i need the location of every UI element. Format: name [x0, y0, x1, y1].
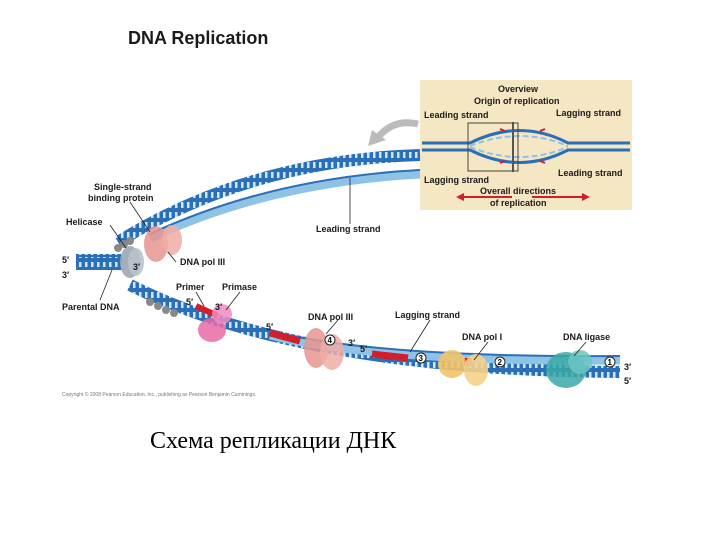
step-number-4: 4: [328, 336, 333, 345]
overview-leading-bottom: Leading strand: [558, 168, 623, 178]
caption: Схема репликации ДНК: [150, 428, 397, 454]
prime-3-left: 3′: [62, 270, 70, 280]
step-marker-3: [415, 352, 427, 364]
label-dna-pol-i: DNA pol I: [462, 332, 503, 342]
leading-strand-new: [148, 169, 421, 243]
diagram-title: DNA Replication: [128, 28, 269, 48]
overview-lagging-bottom: Lagging strand: [424, 175, 489, 185]
overview-of-replication: of replication: [490, 198, 547, 208]
label-leading-strand: Leading strand: [316, 224, 381, 234]
step-number-2: 2: [498, 358, 503, 367]
prime-3-okazaki: 3′: [348, 338, 356, 348]
label-dna-ligase: DNA ligase: [563, 332, 611, 342]
okazaki-primer-2: [371, 350, 409, 362]
step-marker-2: [494, 356, 506, 368]
label-parental-dna: Parental DNA: [62, 302, 120, 312]
step-number-3: 3: [419, 354, 424, 363]
prime-5-okazaki: 5′: [266, 322, 274, 332]
overview-directions: Overall directions: [480, 186, 557, 196]
single-strand-binding-protein: [114, 237, 178, 317]
prime-3-pol: 3′: [133, 262, 141, 272]
overview-leading-top: Leading strand: [424, 110, 489, 120]
prime-5-left: 5′: [62, 255, 70, 265]
step-number-1: 1: [608, 358, 613, 367]
overview-inset: [420, 80, 632, 210]
leading-strand-template: [114, 149, 421, 248]
label-dna-pol-iii-bottom: DNA pol III: [308, 312, 354, 322]
overview-title: Overview: [498, 84, 539, 94]
overview-bubble: [422, 122, 630, 201]
label-lagging-strand: Lagging strand: [395, 310, 460, 320]
label-dna-pol-iii-top: DNA pol III: [180, 257, 226, 267]
step-marker-4: [324, 334, 336, 346]
prime-5-right: 5′: [624, 376, 632, 386]
dna-pol-iii-bottom: [304, 328, 344, 370]
okazaki-primer-1: [269, 329, 301, 345]
zoom-arrow-head: [368, 130, 386, 146]
overview-lagging-top: Lagging strand: [556, 108, 621, 118]
leader-lines: [99, 178, 587, 361]
label-primase: Primase: [222, 282, 258, 292]
dna-pol-i: [438, 350, 488, 386]
label-single-strand-2: binding protein: [88, 193, 154, 203]
label-single-strand-1: Single-strand: [94, 182, 152, 192]
step-markers: 4 3 2 1: [324, 334, 616, 368]
copyright-text: Copyright © 2008 Pearson Education, Inc.…: [62, 392, 257, 398]
prime-5-mid: 5′: [360, 344, 368, 354]
prime-3-primase: 3′: [215, 302, 223, 312]
label-helicase: Helicase: [66, 217, 103, 227]
prime-3-right: 3′: [624, 362, 632, 372]
overview-origin-label: Origin of replication: [474, 96, 560, 106]
prime-5-primer: 5′: [186, 297, 194, 307]
step-marker-1: [604, 356, 616, 368]
label-primer: Primer: [176, 282, 205, 292]
dna-pol-iii-top: [144, 225, 182, 262]
helicase: [120, 246, 144, 278]
